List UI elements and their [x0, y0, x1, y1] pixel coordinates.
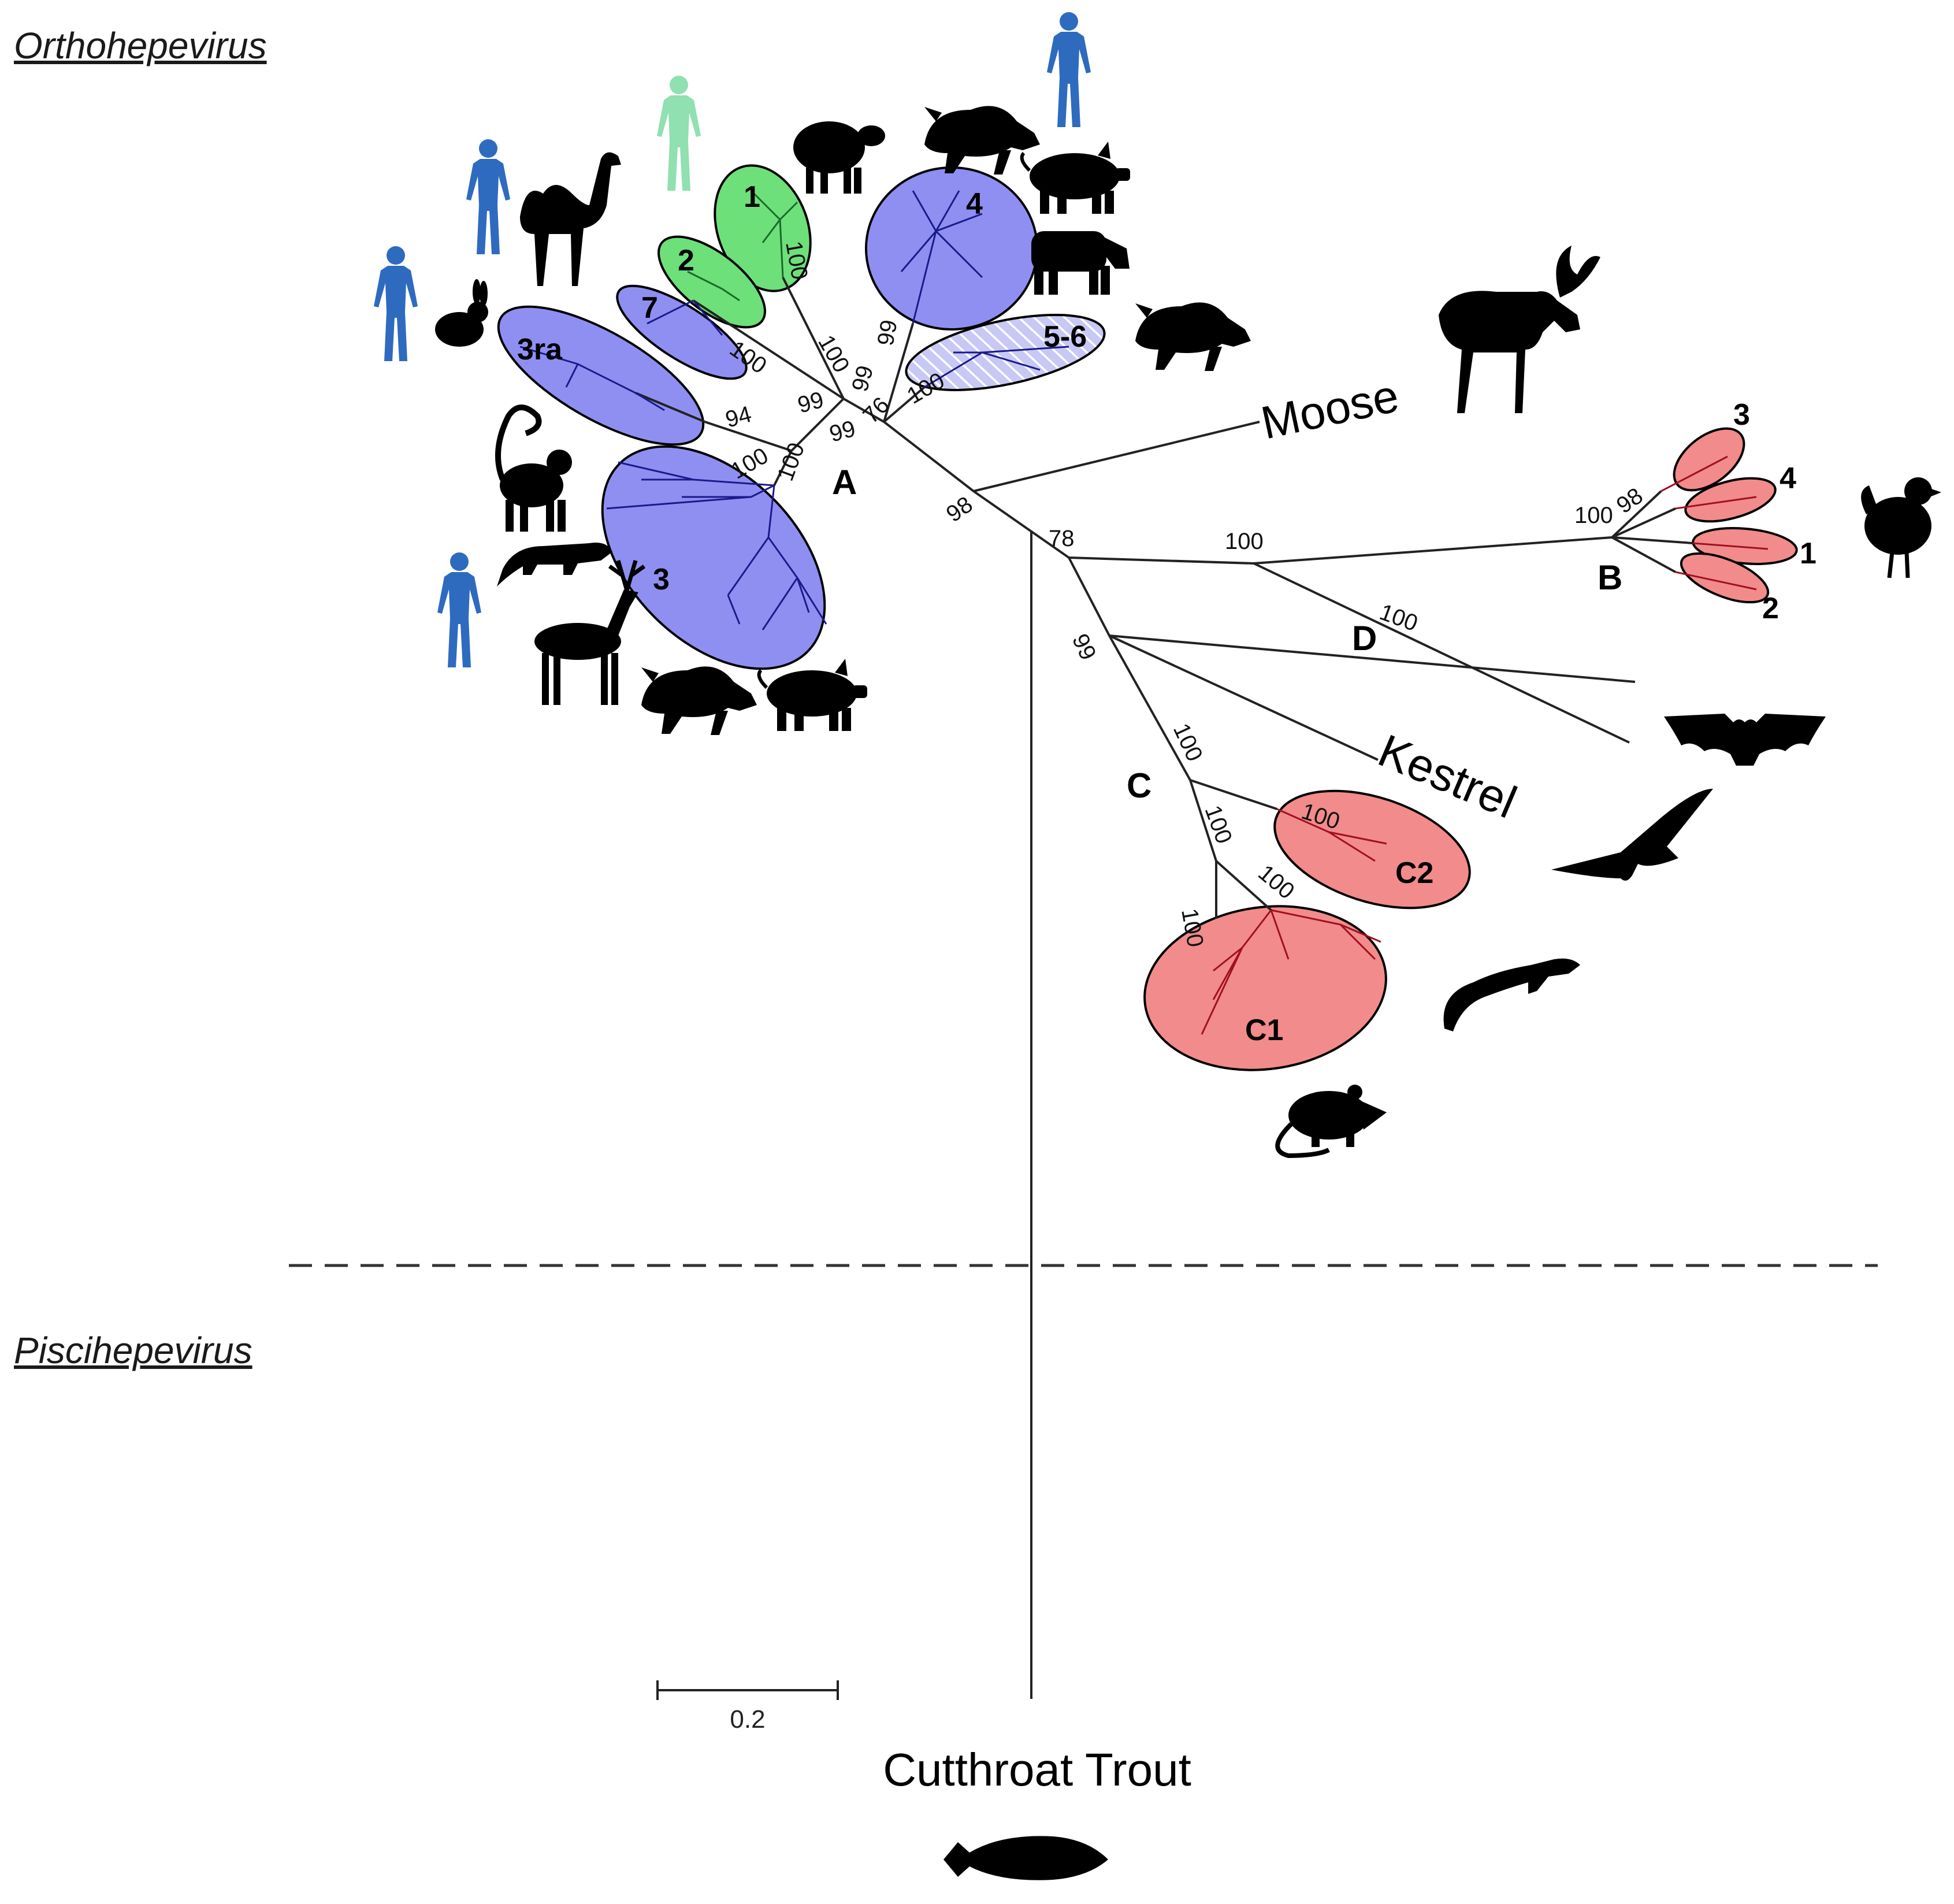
- bootstrap-label: 100: [1168, 719, 1208, 765]
- genotype-c1-ellipse: [1143, 905, 1387, 1071]
- cow-icon: [1031, 231, 1130, 295]
- trout-icon: [943, 1836, 1108, 1880]
- bootstrap-label: 100: [1574, 503, 1613, 528]
- genotype-b2-label: 2: [1762, 592, 1779, 625]
- scale-bar: [656, 1680, 839, 1700]
- genotype-3ra-label: 3ra: [517, 333, 563, 366]
- genotype-3-label: 3: [653, 563, 670, 596]
- sheep-icon: [793, 121, 885, 194]
- genotype-b1-label: 1: [1800, 537, 1816, 570]
- genotype-red-subtrees: [1201, 455, 1769, 1035]
- deer-icon: [534, 561, 644, 705]
- clade-c-label: C: [1127, 766, 1151, 805]
- bootstrap-label: 99: [1067, 630, 1101, 664]
- pig-icon: [1022, 142, 1130, 214]
- clade-d-label: D: [1352, 619, 1377, 658]
- moose-icon: [1439, 246, 1600, 413]
- scale-bar-label: 0.2: [730, 1705, 765, 1734]
- chicken-icon: [1861, 477, 1941, 578]
- human-icon: [437, 552, 481, 667]
- genotype-4-ellipse: [865, 166, 1038, 331]
- camel-icon: [520, 152, 621, 286]
- mongoose-icon: [497, 543, 612, 587]
- genotype-5-6-ellipse: [905, 314, 1106, 391]
- genotype-5-6-label: 5-6: [1043, 320, 1087, 354]
- genotype-c1-label: C1: [1245, 1014, 1283, 1047]
- bootstrap-label: 100: [813, 331, 854, 377]
- genotype-1-ellipse: [714, 164, 812, 292]
- bootstrap-label: 99: [873, 318, 902, 347]
- genotype-7-ellipse: [616, 284, 748, 380]
- genotype-b4-label: 4: [1780, 462, 1796, 495]
- human-icon: [657, 76, 701, 191]
- rabbit-icon: [435, 279, 488, 347]
- genotype-1-label: 1: [744, 180, 760, 214]
- genotype-2-label: 2: [678, 244, 694, 277]
- bootstrap-label: 99: [827, 416, 858, 447]
- kestrel-icon: [1551, 789, 1713, 881]
- bootstrap-label: 99: [847, 363, 878, 394]
- bootstrap-label: 76: [858, 392, 894, 429]
- bootstrap-label: 98: [942, 492, 978, 528]
- clade-b-label: B: [1598, 558, 1622, 597]
- genotype-b1-ellipse: [1692, 527, 1798, 565]
- genotype-a-subtrees: [519, 190, 1069, 630]
- tree-backbone-branches: [635, 277, 1693, 1699]
- bootstrap-label: 78: [1049, 526, 1075, 551]
- genotype-7-label: 7: [641, 291, 658, 325]
- wild-boar-icon: [641, 666, 757, 735]
- genotype-b2-ellipse: [1680, 552, 1770, 604]
- moose-label: Moose: [1257, 370, 1403, 449]
- ferret-icon: [1443, 958, 1580, 1031]
- rat-icon: [1277, 1085, 1387, 1156]
- bat-icon: [1664, 714, 1826, 766]
- cutthroat-trout-label: Cutthroat Trout: [883, 1744, 1191, 1795]
- bootstrap-label: 100: [1253, 860, 1299, 904]
- bootstrap-label: 100: [1200, 802, 1237, 847]
- genotype-b3-label: 3: [1733, 398, 1750, 432]
- wild-boar-icon: [1135, 302, 1251, 371]
- genotype-c2-ellipse: [1273, 789, 1471, 910]
- genotype-4-label: 4: [966, 187, 983, 221]
- bootstrap-label: 94: [723, 402, 754, 433]
- bootstrap-label: 100: [1225, 529, 1264, 554]
- bootstrap-label: 100: [1376, 599, 1421, 636]
- clade-a-label: A: [832, 463, 857, 502]
- bootstrap-label: 98: [1612, 483, 1648, 519]
- genotype-green-subtrees: [687, 190, 798, 302]
- human-icon: [374, 246, 418, 361]
- genotype-2-ellipse: [657, 235, 766, 329]
- pig-icon: [759, 659, 867, 731]
- human-icon: [466, 139, 510, 254]
- bootstrap-label: 99: [795, 387, 826, 418]
- genus-piscihepevirus-label: Piscihepevirus: [14, 1330, 252, 1371]
- human-icon: [1047, 12, 1091, 127]
- genotype-c2-label: C2: [1395, 856, 1433, 890]
- monkey-icon: [498, 407, 572, 532]
- genus-orthohepevirus-label: Orthohepevirus: [14, 25, 267, 66]
